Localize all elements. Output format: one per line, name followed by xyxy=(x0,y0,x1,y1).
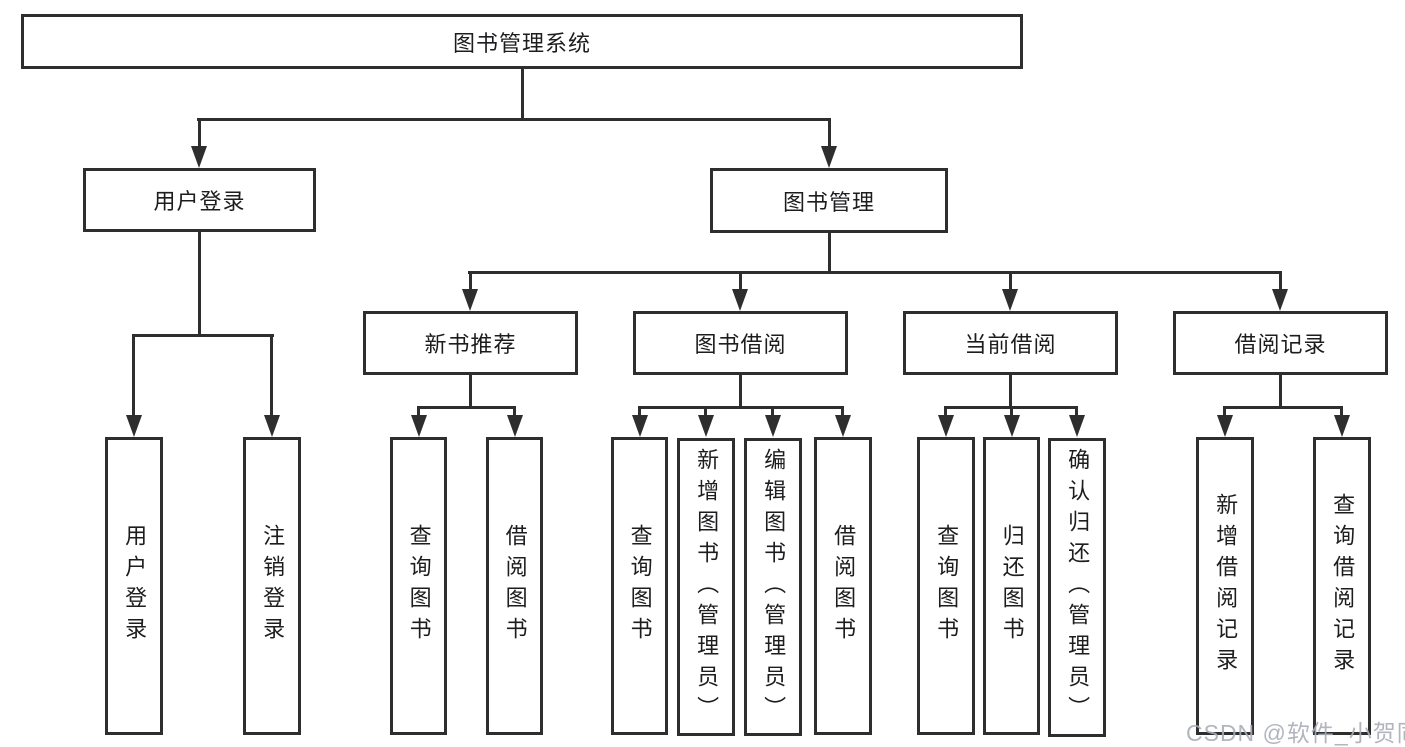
leaf-borrow-books-borrowing: 借阅图书 xyxy=(814,437,872,735)
arrowhead-down-icon xyxy=(410,415,427,437)
connector-line xyxy=(944,406,1078,409)
connector-line xyxy=(270,336,273,417)
arrowhead-down-icon xyxy=(1002,289,1018,311)
leaf-return-books: 归还图书 xyxy=(983,437,1040,735)
node-label: 查询借阅记录 xyxy=(1330,493,1356,679)
node-borrowing-records: 借阅记录 xyxy=(1173,311,1388,375)
connector-line xyxy=(771,408,774,417)
node-label: 当前借阅 xyxy=(964,332,1057,357)
arrowhead-down-icon xyxy=(506,415,523,437)
leaf-query-books-current: 查询图书 xyxy=(917,437,975,735)
connector-line xyxy=(944,408,947,417)
node-label: 归还图书 xyxy=(999,524,1025,648)
connector-line xyxy=(468,375,472,409)
node-label: 图书管理 xyxy=(782,189,875,215)
node-new-book-recommendation: 新书推荐 xyxy=(363,311,578,375)
node-label: 新增图书（管理员） xyxy=(694,447,720,727)
arrowhead-down-icon xyxy=(697,415,714,437)
node-label: 图书管理系统 xyxy=(452,30,591,56)
arrowhead-down-icon xyxy=(263,415,280,437)
connector-line xyxy=(638,408,641,417)
node-label: 新增借阅记录 xyxy=(1213,493,1239,679)
connector-line xyxy=(197,118,831,121)
leaf-edit-books-admin: 编辑图书（管理员） xyxy=(744,438,802,736)
arrowhead-down-icon xyxy=(732,289,748,311)
arrowhead-down-icon xyxy=(834,415,851,437)
connector-line xyxy=(738,273,742,291)
node-current-borrowing: 当前借阅 xyxy=(903,311,1118,375)
connector-line xyxy=(1008,273,1012,291)
node-label: 编辑图书（管理员） xyxy=(761,447,787,727)
node-user-login: 用户登录 xyxy=(83,168,316,232)
arrowhead-down-icon xyxy=(1272,289,1288,311)
node-book-management: 图书管理 xyxy=(710,168,948,233)
arrowhead-down-icon xyxy=(1068,415,1085,437)
leaf-add-borrow-record: 新增借阅记录 xyxy=(1196,437,1254,735)
connector-line xyxy=(1010,408,1013,417)
connector-line xyxy=(1340,408,1343,417)
leaf-confirm-return-admin: 确认归还（管理员） xyxy=(1048,438,1106,737)
connector-line xyxy=(197,232,201,337)
node-label: 查询图书 xyxy=(627,524,653,648)
connector-line xyxy=(417,406,516,409)
connector-line xyxy=(1008,375,1012,409)
connector-line xyxy=(1075,408,1078,417)
connector-line xyxy=(468,273,472,291)
csdn-watermark: CSDN @软件_小贺同学 xyxy=(1186,720,1405,746)
connector-line xyxy=(1278,375,1282,409)
connector-line xyxy=(417,408,420,417)
node-label: 图书借阅 xyxy=(694,332,787,357)
leaf-query-books-borrowing: 查询图书 xyxy=(611,437,668,735)
leaf-query-books-recommend: 查询图书 xyxy=(390,437,447,735)
node-label: 确认归还（管理员） xyxy=(1065,448,1091,727)
node-label: 用户登录 xyxy=(122,524,148,648)
arrowhead-down-icon xyxy=(125,415,142,437)
arrowhead-down-icon xyxy=(631,415,648,437)
leaf-user-login: 用户登录 xyxy=(105,437,163,735)
leaf-logout: 注销登录 xyxy=(243,437,301,735)
arrowhead-down-icon xyxy=(764,415,781,437)
node-label: 注销登录 xyxy=(260,524,286,648)
arrowhead-down-icon xyxy=(1333,415,1350,437)
arrowhead-down-icon xyxy=(937,415,954,437)
node-label: 用户登录 xyxy=(153,189,246,214)
node-book-borrowing: 图书借阅 xyxy=(633,311,848,375)
arrowhead-down-icon xyxy=(821,146,837,168)
node-label: 借阅图书 xyxy=(831,524,857,648)
connector-line xyxy=(704,408,707,417)
connector-line xyxy=(197,120,201,148)
connector-line xyxy=(841,408,844,417)
connector-line xyxy=(132,336,135,417)
leaf-add-books-admin: 新增图书（管理员） xyxy=(677,438,735,736)
connector-line xyxy=(132,334,274,337)
connector-line xyxy=(638,406,844,409)
connector-line xyxy=(468,271,1282,274)
node-library-management-system: 图书管理系统 xyxy=(21,14,1023,69)
arrowhead-down-icon xyxy=(191,146,207,168)
connector-line xyxy=(1278,273,1282,291)
arrowhead-down-icon xyxy=(1216,415,1233,437)
node-label: 查询图书 xyxy=(934,524,960,648)
arrowhead-down-icon xyxy=(1003,415,1020,437)
leaf-borrow-books-recommend: 借阅图书 xyxy=(486,437,543,735)
connector-line xyxy=(1223,408,1226,417)
connector-line xyxy=(827,233,831,274)
node-label: 借阅图书 xyxy=(502,524,528,648)
arrowhead-down-icon xyxy=(462,289,478,311)
connector-line xyxy=(1223,406,1343,409)
connector-line xyxy=(513,408,516,417)
node-label: 查询图书 xyxy=(406,524,432,648)
leaf-query-borrow-record: 查询借阅记录 xyxy=(1313,437,1371,735)
connector-line xyxy=(738,375,742,409)
connector-line xyxy=(827,120,831,148)
node-label: 借阅记录 xyxy=(1234,332,1327,357)
connector-line xyxy=(520,69,524,121)
node-label: 新书推荐 xyxy=(424,332,517,357)
